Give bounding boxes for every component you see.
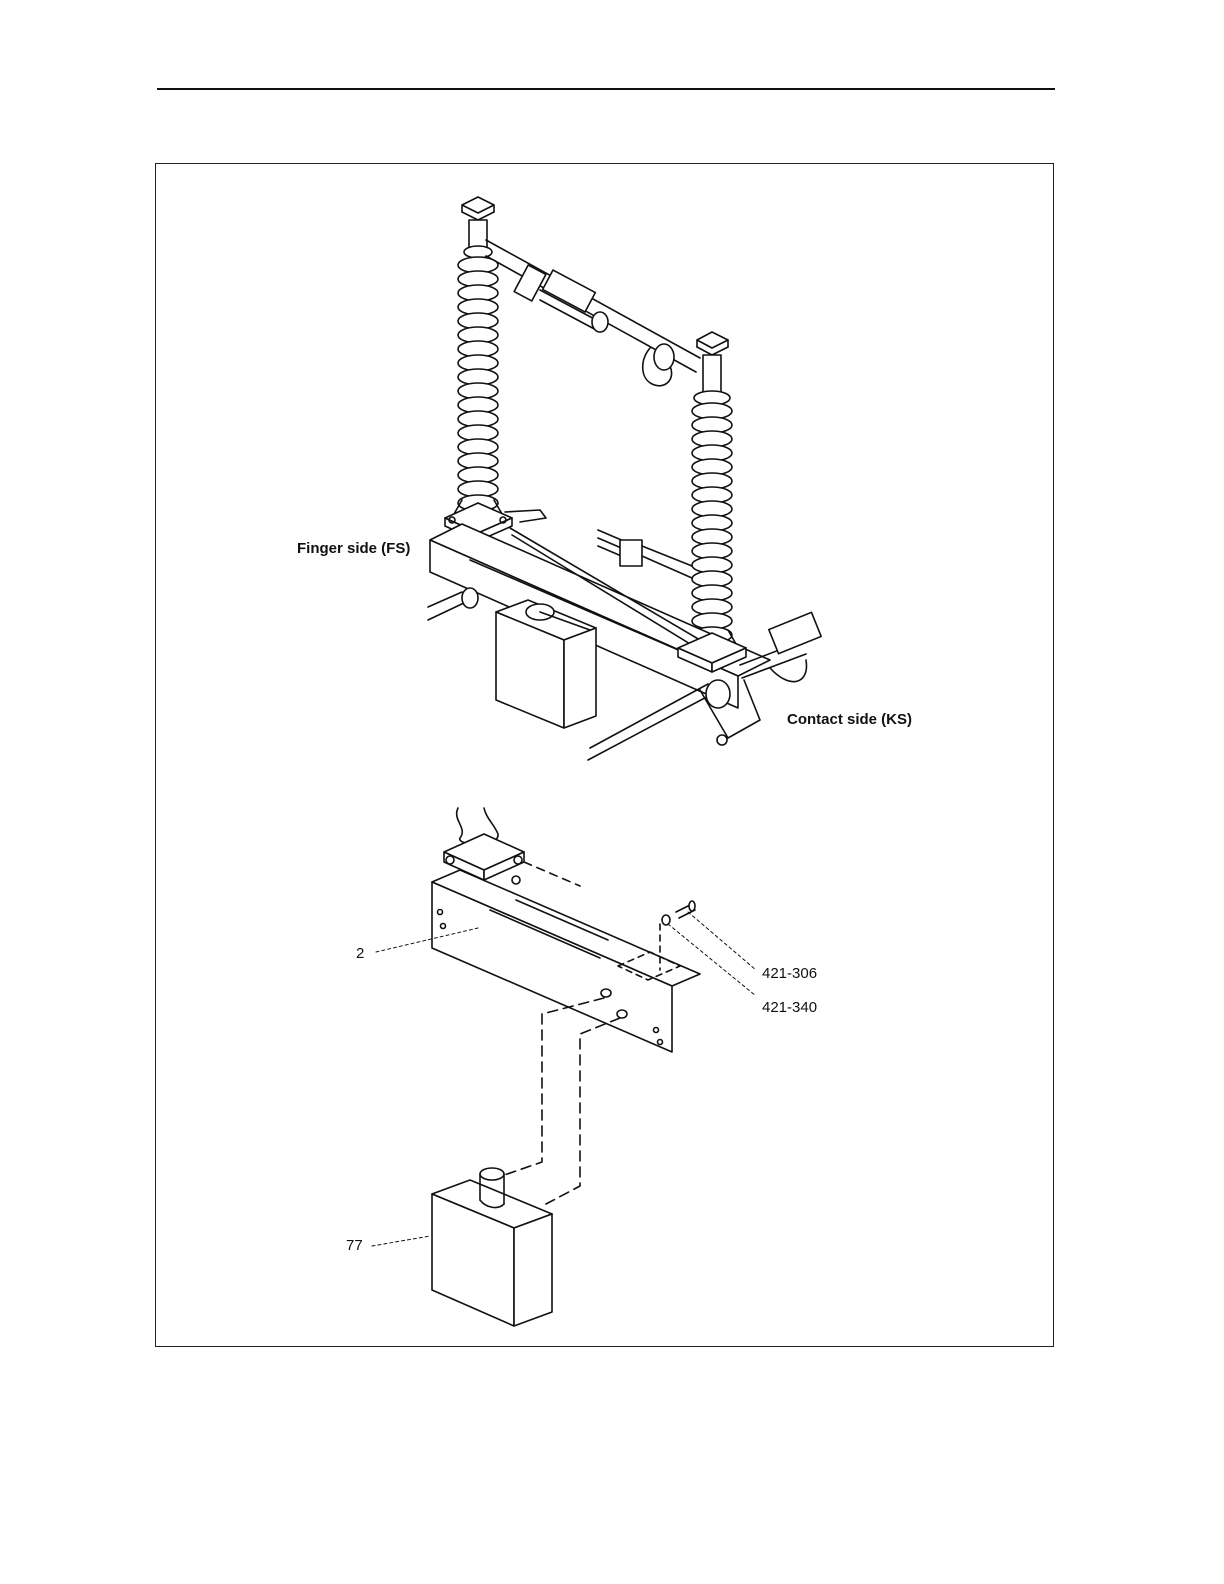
washer-421-340 bbox=[662, 915, 670, 925]
fs-top-terminal bbox=[462, 197, 494, 258]
ks-insulator bbox=[688, 403, 736, 644]
operating-box-77 bbox=[432, 1168, 552, 1326]
finger-side-label: Finger side (FS) bbox=[297, 540, 410, 557]
ks-drive-rod bbox=[588, 680, 730, 760]
part-label-box: 77 bbox=[346, 1237, 363, 1254]
fs-insulator bbox=[454, 257, 502, 514]
contact-side-label: Contact side (KS) bbox=[787, 711, 912, 728]
part-label-bolt: 421-306 bbox=[762, 965, 817, 982]
ks-top-terminal bbox=[694, 332, 730, 405]
upper-isometric-view bbox=[428, 197, 821, 760]
fs-drive-shaft bbox=[428, 588, 478, 620]
ks-fixed-contact bbox=[598, 530, 692, 578]
bolt-421-306 bbox=[676, 901, 695, 918]
part-label-frame: 2 bbox=[356, 945, 364, 962]
part-label-washer: 421-340 bbox=[762, 999, 817, 1016]
upper-conductor-tube bbox=[486, 240, 700, 386]
lower-exploded-view bbox=[372, 808, 756, 1326]
